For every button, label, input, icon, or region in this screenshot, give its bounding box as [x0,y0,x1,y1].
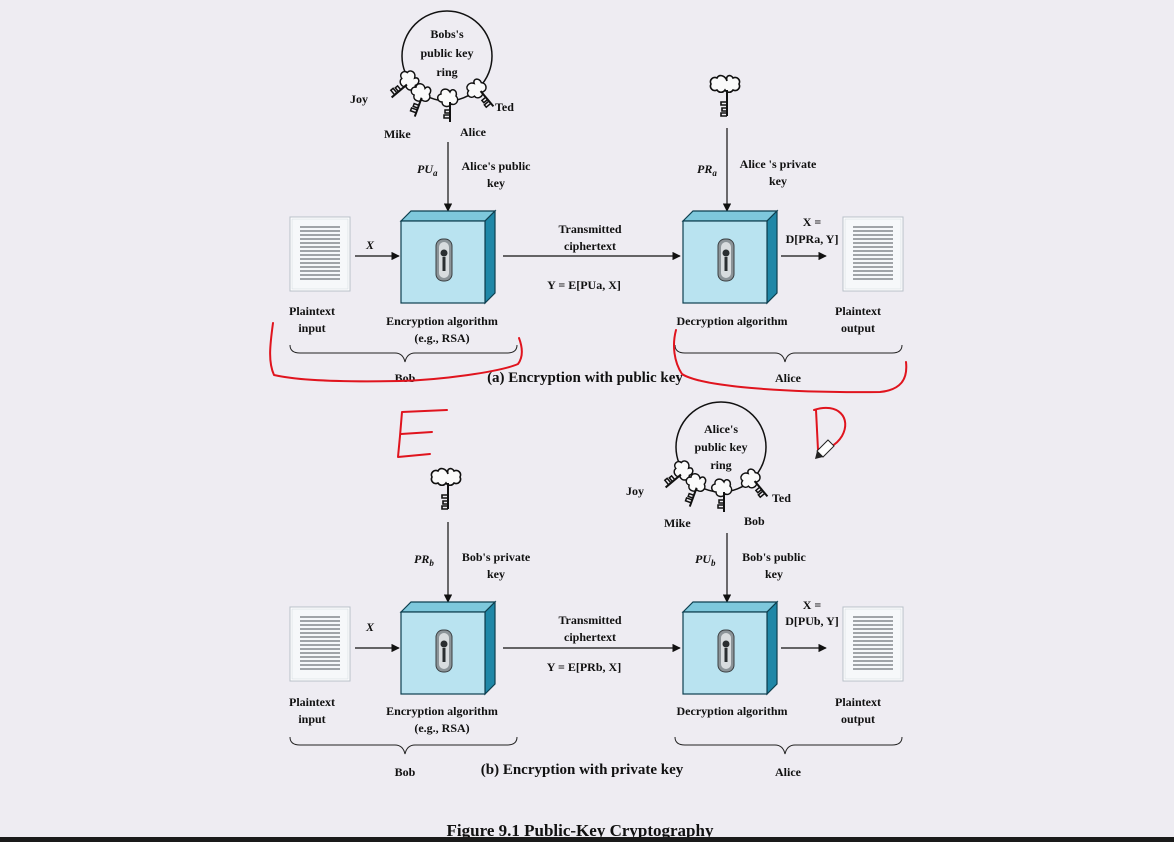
encryption-circle-mark [269,322,523,383]
plaintext-input-label-1: Plaintext [289,695,335,709]
cipher-formula: Y = E[PRb, X] [547,660,621,674]
private-key-description-1: Alice 's private [740,157,817,171]
right-party-label: Alice [775,765,802,779]
key-description-1: Alice's public [461,159,531,173]
output-formula: D[PRa, Y] [786,232,839,246]
decryption-circle-mark [673,329,908,394]
plaintext-output-label-2: output [841,712,875,726]
private-key-icon [430,467,462,510]
plaintext-input-label-2: input [298,712,325,726]
key-symbol: PRb [414,552,434,568]
ring-key-icon [436,88,459,123]
key-description-1: Bob's private [462,550,531,564]
key-ring-title-1: Alice's [704,422,738,436]
output-formula-top: X = [803,598,822,612]
ring-name-ted: Ted [495,100,514,114]
encryption-label-2: (e.g., RSA) [414,331,469,345]
panel-a: Bobs's public key ring Joy Mike Alice Te… [289,10,904,386]
key-symbol: PUa [417,162,438,178]
public-key-symbol: PUb [695,552,716,568]
bob-brace [289,736,518,755]
encryption-label-2: (e.g., RSA) [414,721,469,735]
ring-key-icon [710,478,733,513]
bob-brace [289,344,518,363]
key-ring-title-2: public key [694,440,747,454]
output-formula: D[PUb, Y] [785,614,839,628]
panel-caption: (b) Encryption with private key [481,762,684,778]
pencil-cursor-icon [815,439,835,459]
ring-key-icon [461,75,501,116]
figure-caption: Figure 9.1 Public-Key Cryptography [447,821,714,840]
transmitted-label-2: ciphertext [564,239,616,253]
handwritten-e-mark: E [397,409,448,458]
input-arrow-label: X [365,238,375,252]
encryption-box-icon [400,210,496,304]
private-key-description-2: key [769,174,787,188]
input-arrow-label: X [365,620,375,634]
key-ring-title-2: public key [420,46,473,60]
key-ring: Bobs's public key ring Joy Mike Alice Te… [350,10,514,141]
decryption-label: Decryption algorithm [677,704,788,718]
plaintext-input-document-icon [289,216,351,292]
ring-key-icon [735,465,775,506]
alice-brace [674,344,903,363]
left-party-label: Bob [395,371,416,385]
key-ring-title-3: ring [436,65,457,79]
alice-brace [674,736,903,755]
encryption-label-1: Encryption algorithm [386,314,498,328]
ring-name-joy: Joy [350,92,368,106]
plaintext-input-label-1: Plaintext [289,304,335,318]
plaintext-output-document-icon [842,216,904,292]
private-key-symbol: PRa [697,162,717,178]
ring-name-mike: Mike [384,127,411,141]
transmitted-label-1: Transmitted [558,613,621,627]
decryption-box-icon [682,601,778,695]
encryption-label-1: Encryption algorithm [386,704,498,718]
plaintext-output-label-1: Plaintext [835,304,881,318]
transmitted-label-1: Transmitted [558,222,621,236]
right-party-label: Alice [775,371,802,385]
panel-caption: (a) Encryption with public key [487,370,683,386]
output-formula-top: X = [803,215,822,229]
bottom-bar [0,837,1174,842]
transmitted-label-2: ciphertext [564,630,616,644]
cipher-formula: Y = E[PUa, X] [547,278,621,292]
key-ring: Alice's public key ring Joy Mike Bob Ted [626,401,791,530]
encryption-box-icon [400,601,496,695]
plaintext-input-document-icon [289,606,351,682]
key-description-2: key [487,567,505,581]
public-key-description-2: key [765,567,783,581]
ring-name-alice: Alice [460,125,487,139]
plaintext-output-label-1: Plaintext [835,695,881,709]
decryption-label: Decryption algorithm [677,314,788,328]
plaintext-input-label-2: input [298,321,325,335]
key-ring-title-3: ring [710,458,731,472]
key-description-2: key [487,176,505,190]
decryption-box-icon [682,210,778,304]
ring-name-mike: Mike [664,516,691,530]
plaintext-output-document-icon [842,606,904,682]
ring-name-joy: Joy [626,484,644,498]
private-key-icon [709,74,741,117]
left-party-label: Bob [395,765,416,779]
public-key-description-1: Bob's public [742,550,806,564]
plaintext-output-label-2: output [841,321,875,335]
ring-name-bob: Bob [744,514,765,528]
key-ring-title-1: Bobs's [430,27,464,41]
handwritten-annotations: E D [269,322,908,459]
panel-b: Alice's public key ring Joy Mike Bob Ted… [289,401,904,779]
ring-name-ted: Ted [772,491,791,505]
